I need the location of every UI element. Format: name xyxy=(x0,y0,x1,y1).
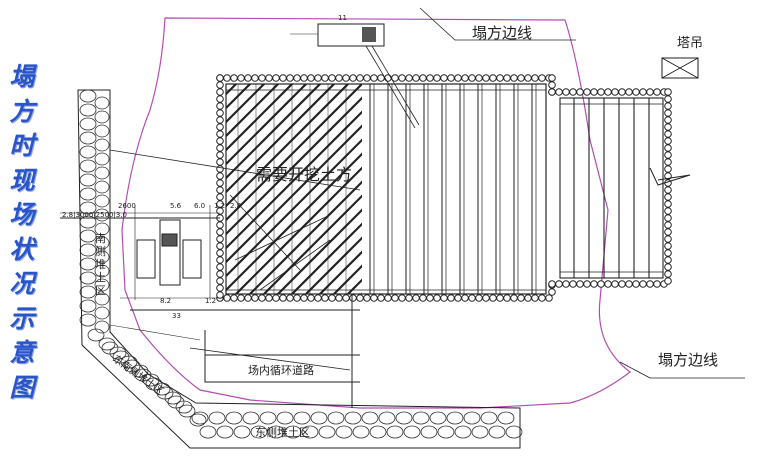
rock-pile-areas xyxy=(79,89,523,439)
title-char: 时 xyxy=(9,131,35,160)
title-char: 意 xyxy=(9,338,35,367)
upper-equipment xyxy=(290,23,420,129)
tower-crane xyxy=(661,57,699,79)
dim-label: 11 xyxy=(338,14,347,22)
left-equipment xyxy=(60,205,225,300)
collapse-line-label-right: 塌方边线 xyxy=(658,351,718,369)
dim-label: 1.2 xyxy=(205,297,216,305)
dim-label: 33 xyxy=(172,312,181,320)
title-char: 方 xyxy=(9,96,35,126)
dim-label: 5.6 xyxy=(170,202,182,210)
title-char: 塌 xyxy=(9,62,35,91)
dim-label: 6.0 xyxy=(194,202,205,210)
dim-label: 2.8|3000|2500|3.0 xyxy=(62,211,127,219)
title-char: 况 xyxy=(9,269,35,298)
circulation-road xyxy=(109,294,360,408)
pit-annex xyxy=(559,97,691,279)
foundation-pit xyxy=(225,83,547,295)
dim-label: 1.2 xyxy=(214,202,225,210)
diagram-title: 塌方时现场状况示意图 xyxy=(6,60,38,405)
excavate-label: 需要开挖土方 xyxy=(256,165,352,184)
dim-label: 2.8 xyxy=(230,202,241,210)
retaining-pile-wall xyxy=(216,74,672,302)
southeast-pile-label: 东南侧堆土区 xyxy=(110,352,166,398)
title-char: 现 xyxy=(9,165,35,195)
east-pile-label: 东侧堆土区 xyxy=(255,426,310,439)
title-char: 示 xyxy=(9,303,35,333)
collapse-boundary-line xyxy=(121,17,631,409)
tower-crane-label: 塔吊 xyxy=(677,36,703,51)
title-char: 场 xyxy=(9,200,35,229)
south-pile-label: 南侧堆土区 xyxy=(95,232,106,297)
dim-label: 8.2 xyxy=(160,297,171,305)
excavation-lines xyxy=(109,149,361,291)
collapse-line-label-top: 塌方边线 xyxy=(472,24,532,42)
title-char: 图 xyxy=(9,372,35,402)
road-label: 场内循环道路 xyxy=(248,363,314,377)
dim-label: 2600 xyxy=(118,202,136,210)
title-char: 状 xyxy=(9,234,35,264)
